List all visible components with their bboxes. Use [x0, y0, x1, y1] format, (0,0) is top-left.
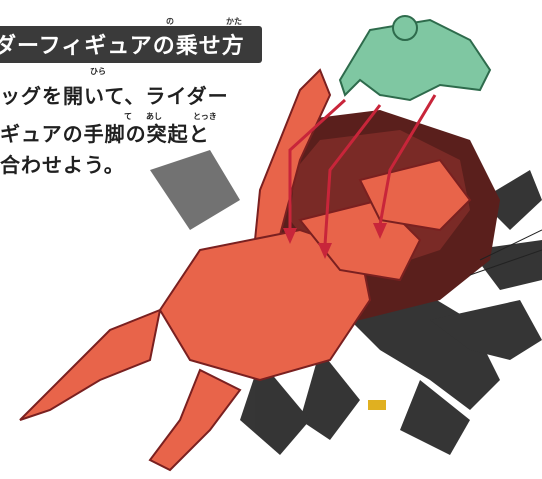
- instruction-line-1: ッグを開いて、ライダー: [0, 84, 229, 108]
- page-title: ダーフィギュアの乗せ方: [0, 34, 245, 59]
- ruby-tokki: とっき: [193, 112, 217, 121]
- guide-lines: [469, 229, 542, 276]
- beetle-body: [19, 68, 472, 472]
- foot-detail: [368, 400, 386, 410]
- arrow-heads: [283, 223, 387, 259]
- ruby-ashi: あし: [146, 112, 162, 121]
- header-ruby-no: の: [166, 17, 174, 26]
- ruby-hira: ひら: [90, 67, 106, 76]
- rider-figure: [338, 15, 492, 102]
- instruction-line-3: 合わせよう。: [0, 153, 125, 177]
- insertion-arrows: [288, 94, 437, 246]
- header-bar: [0, 26, 262, 63]
- header-ruby-kata: かた: [226, 17, 242, 26]
- instruction-line-2: ギュアの手脚の突起と: [0, 122, 210, 146]
- ruby-te: て: [124, 112, 132, 121]
